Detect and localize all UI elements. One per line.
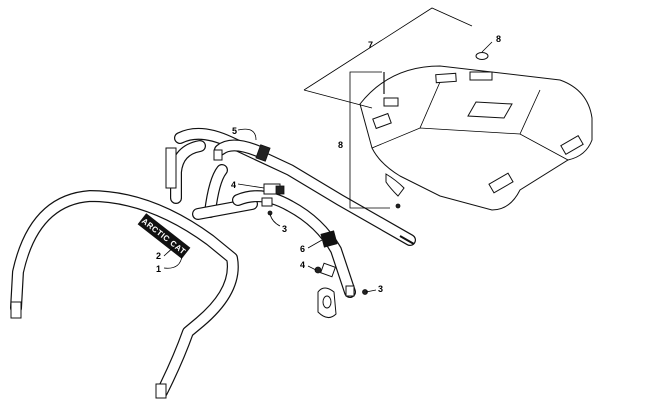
callout-4-upper: 4: [231, 180, 236, 190]
roof-panel: [359, 65, 593, 211]
side-decal-band: [320, 230, 338, 248]
washer: [314, 266, 322, 274]
roof-mount-hardware: [383, 52, 489, 209]
callout-8-bracket: 8: [338, 140, 343, 150]
callout-labels: 2 1 5 4 3 6 4 3 7 8 8: [156, 34, 501, 294]
callout-7: 7: [368, 40, 373, 50]
callout-8-upper: 8: [496, 34, 501, 44]
callout-4-lower: 4: [300, 260, 305, 270]
tube-end-cap-front: [155, 383, 167, 399]
roll-bar-frame: [10, 127, 416, 399]
clamp-bracket-upper: [261, 183, 285, 207]
leader-lines: [163, 7, 493, 293]
mount-clip: [385, 173, 405, 197]
callout-2: 2: [156, 251, 161, 261]
callout-5: 5: [232, 126, 237, 136]
upper-grab-bar: [165, 139, 271, 189]
small-bracket: [213, 149, 223, 161]
callout-3-lower: 3: [378, 284, 383, 294]
callout-1: 1: [156, 264, 161, 274]
callout-6: 6: [300, 244, 305, 254]
strap-clamp: [165, 147, 177, 189]
tube-end-cap-left: [10, 301, 22, 319]
callout-3-upper: 3: [282, 224, 287, 234]
lower-clamp-assembly: [267, 210, 368, 318]
grab-bar-end: [255, 144, 271, 162]
roof-plug: [475, 52, 489, 60]
